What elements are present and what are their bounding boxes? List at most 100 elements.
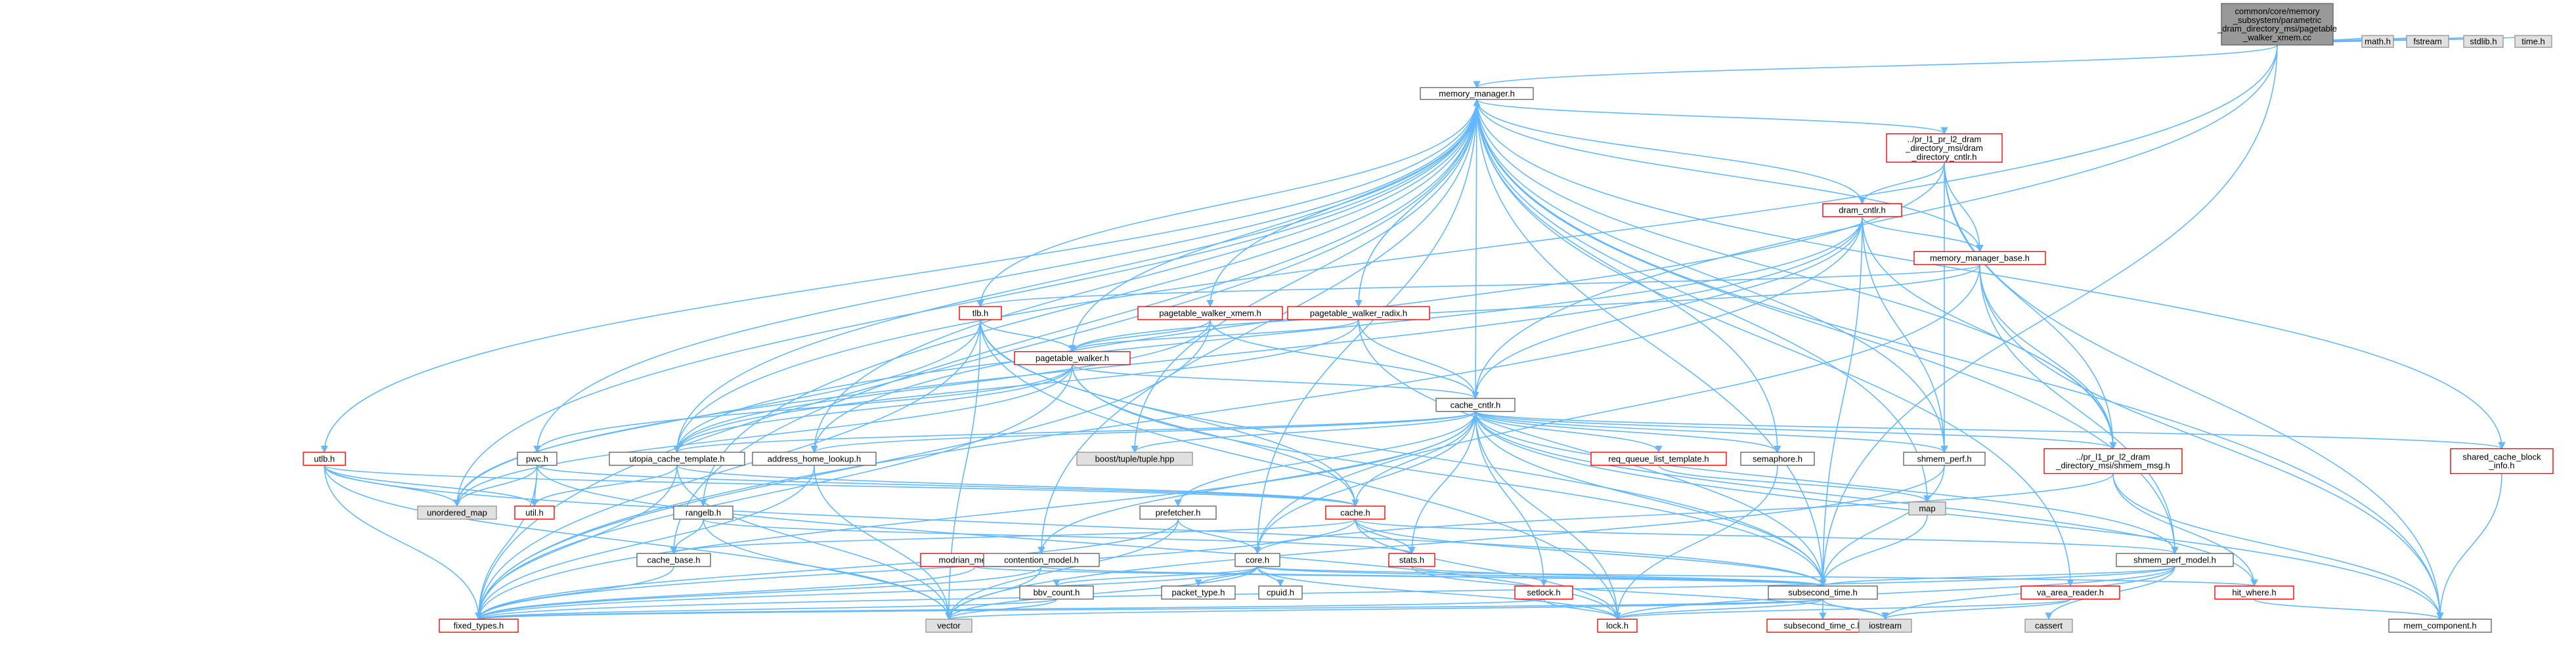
node-memory_manager_base-box: [1913, 251, 2046, 265]
node-hit_where[interactable]: hit_where.h: [2214, 586, 2294, 600]
edge-cache-to-cache_base: [670, 519, 1356, 555]
edge-pw_radix-to-cache_cntlr: [1358, 319, 1479, 400]
node-root[interactable]: common/core/memory_subsystem/parametric_…: [2217, 3, 2337, 46]
node-shmem_perf-box: [1903, 452, 1986, 466]
node-shmem_perf_model[interactable]: shmem_perf_model.h: [2116, 553, 2234, 567]
edge-memory_manager-to-subsecond_time: [1476, 99, 1827, 587]
edge-cache_cntlr-to-boost_tuple: [1131, 411, 1476, 454]
node-shared_cache_block-label: _info.h: [2488, 461, 2514, 471]
edge-memory_manager-to-boost_tuple: [1131, 99, 1477, 454]
node-utlb[interactable]: utlb.h: [303, 452, 346, 466]
node-packet_type[interactable]: packet_type.h: [1161, 586, 1236, 600]
node-pagetable_walker[interactable]: pagetable_walker.h: [1014, 351, 1131, 366]
node-boost_tuple-box: [1076, 452, 1193, 466]
node-contention[interactable]: contention_model.h: [983, 553, 1100, 567]
node-stats[interactable]: stats.h: [1388, 553, 1435, 567]
node-semaphore[interactable]: semaphore.h: [1740, 452, 1815, 466]
edge-shmem_perf_model-to-subsecond_time: [1819, 566, 2175, 587]
edge-cache-to-stats: [1355, 519, 1416, 555]
node-cache_cntlr-box: [1435, 398, 1516, 412]
node-shared_cache_block[interactable]: shared_cache_block_info.h: [2450, 448, 2554, 475]
node-pwc-box: [517, 452, 557, 466]
node-core-label: core.h: [1246, 555, 1269, 565]
edge-utlb-to-fixed_types: [324, 465, 483, 620]
node-prefetcher[interactable]: prefetcher.h: [1139, 505, 1217, 520]
edge-pagetable_walker-to-pwc: [533, 364, 1073, 454]
node-cpuid[interactable]: cpuid.h: [1258, 586, 1303, 600]
node-cache_cntlr[interactable]: cache_cntlr.h: [1435, 398, 1516, 412]
node-cassert-label: cassert: [2035, 621, 2063, 631]
node-pw_xmem[interactable]: pagetable_walker_xmem.h: [1137, 306, 1283, 320]
edge-core-to-bbv_count: [1053, 566, 1258, 587]
node-setlock[interactable]: setlock.h: [1514, 586, 1573, 600]
node-dram_cntlr[interactable]: dram_cntlr.h: [1822, 203, 1902, 217]
edge-cache_cntlr-to-prefetcher: [1174, 411, 1476, 507]
node-cache_base-label: cache_base.h: [647, 555, 701, 565]
edge-cache_cntlr-to-address_home: [810, 411, 1476, 454]
node-fstream-label: fstream: [2413, 37, 2441, 47]
node-memory_manager_base[interactable]: memory_manager_base.h: [1913, 251, 2046, 265]
node-va_area_reader[interactable]: va_area_reader.h: [2020, 586, 2120, 600]
edge-cache-to-shmem_perf_model: [1355, 519, 2179, 555]
node-subsecond_time[interactable]: subsecond_time.h: [1768, 586, 1878, 600]
edge-root-to-subsecond_time: [1819, 45, 2278, 587]
edge-address_home-to-fixed_types: [475, 465, 815, 620]
edge-cache_cntlr-to-setlock: [1475, 411, 1548, 587]
node-memory_manager[interactable]: memory_manager.h: [1420, 87, 1534, 100]
node-dram_cntlr-label: dram_cntlr.h: [1839, 205, 1886, 215]
edge-dram_cntlr-to-shmem_perf: [1862, 217, 1948, 454]
node-fixed_types-label: fixed_types.h: [454, 621, 504, 631]
node-map: map: [1908, 502, 1946, 516]
node-contention-box: [983, 553, 1100, 567]
edge-memory_manager-to-memory_manager_base: [1476, 99, 1984, 253]
node-shmem_perf[interactable]: shmem_perf.h: [1903, 452, 1986, 466]
edges-layer: [320, 34, 2537, 620]
node-cache[interactable]: cache.h: [1325, 505, 1386, 520]
node-prefetcher-label: prefetcher.h: [1156, 507, 1201, 517]
node-bbv_count[interactable]: bbv_count.h: [1019, 586, 1094, 600]
edge-utlb-to-subsecond_time: [324, 465, 1827, 587]
node-utlb-label: utlb.h: [314, 454, 335, 463]
edge-pwc-to-cache: [536, 465, 1359, 507]
node-address_home[interactable]: address_home_lookup.h: [752, 452, 877, 466]
edge-memory_manager-to-shared_cache_block: [1476, 99, 2506, 450]
edge-cache-to-fixed_types: [475, 519, 1356, 620]
node-cache_base[interactable]: cache_base.h: [636, 553, 711, 567]
node-lock[interactable]: lock.h: [1597, 618, 1638, 633]
node-mem_component-label: mem_component.h: [2403, 621, 2476, 631]
edge-cache_cntlr-to-shmem_perf: [1475, 411, 1948, 454]
node-pwc[interactable]: pwc.h: [517, 452, 557, 466]
node-core[interactable]: core.h: [1234, 553, 1280, 567]
node-dram_directory_cntlr[interactable]: ../pr_l1_pr_l2_dram_directory_msi/dram_d…: [1886, 133, 2003, 163]
edge-cache_cntlr-to-shmem_msg: [1475, 411, 2117, 450]
edge-tlb-to-pagetable_walker: [980, 319, 1076, 353]
node-shmem_msg[interactable]: ../pr_l1_pr_l2_dram_directory_msi/shmem_…: [2043, 448, 2183, 475]
node-setlock-box: [1514, 586, 1573, 600]
node-utlb-box: [303, 452, 346, 466]
node-stdlib-box: [2463, 35, 2504, 48]
edge-memory_manager-to-shmem_perf: [1476, 99, 1948, 454]
node-util[interactable]: util.h: [514, 505, 555, 520]
edge-shmem_msg-to-hit_where: [2112, 473, 2258, 587]
node-req_queue[interactable]: req_queue_list_template.h: [1590, 452, 1727, 466]
node-shared_cache_block-label: shared_cache_block: [2462, 452, 2541, 461]
edge-memory_manager-to-contention: [1037, 99, 1477, 555]
node-rangelb[interactable]: rangelb.h: [673, 505, 733, 520]
edge-dram_directory_cntlr-to-shmem_msg: [1944, 162, 2117, 450]
node-shared_cache_block-box: [2450, 448, 2554, 475]
node-boost_tuple: boost/tuple/tuple.hpp: [1076, 452, 1193, 466]
edge-utlb-to-vector: [324, 465, 953, 620]
node-fixed_types[interactable]: fixed_types.h: [439, 618, 519, 633]
node-packet_type-box: [1161, 586, 1236, 600]
edge-va_area_reader-to-lock: [1613, 598, 2071, 620]
edge-pw_radix-to-pagetable_walker: [1068, 319, 1359, 353]
node-time-label: time.h: [2521, 37, 2544, 47]
node-pw_radix[interactable]: pagetable_walker_radix.h: [1287, 306, 1430, 320]
edge-memory_manager-to-dram_directory_cntlr: [1476, 98, 1948, 135]
node-cpuid-label: cpuid.h: [1267, 588, 1294, 597]
edge-memory_manager-to-pwc: [533, 99, 1477, 454]
node-utopia[interactable]: utopia_cache_template.h: [609, 452, 745, 466]
node-tlb[interactable]: tlb.h: [959, 306, 1002, 320]
node-mem_component[interactable]: mem_component.h: [2388, 618, 2492, 633]
node-vector-box: [925, 618, 972, 633]
